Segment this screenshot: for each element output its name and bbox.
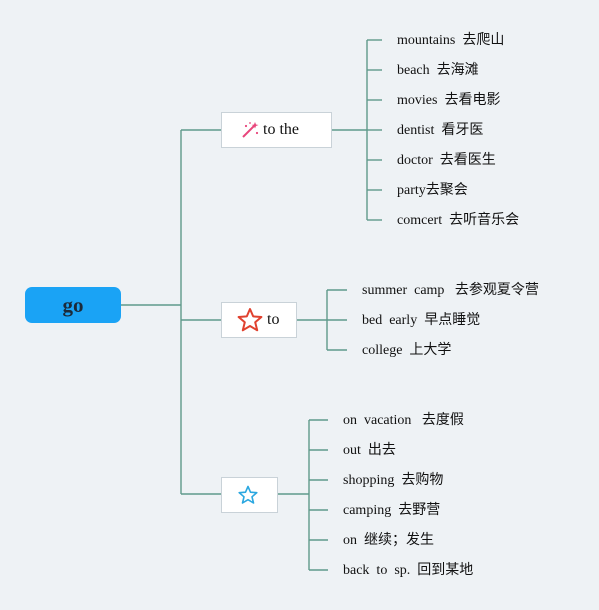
magic-wand-icon: [240, 121, 260, 139]
leaf-item[interactable]: movies 去看电影: [397, 93, 501, 108]
branch-node-to-the[interactable]: to the: [221, 112, 332, 148]
root-label: go: [62, 292, 84, 317]
leaf-item[interactable]: dentist 看牙医: [397, 123, 484, 138]
leaf-item[interactable]: college 上大学: [362, 343, 452, 358]
leaf-item[interactable]: out 出去: [343, 443, 396, 458]
leaf-item[interactable]: bed early 早点睡觉: [362, 313, 481, 328]
star-outline-blue-icon: [237, 485, 259, 505]
root-node[interactable]: go: [25, 287, 121, 323]
leaf-item[interactable]: party去聚会: [397, 183, 468, 198]
leaf-item[interactable]: comcert 去听音乐会: [397, 213, 520, 228]
leaf-item[interactable]: on 继续；发生: [343, 533, 434, 548]
star-outline-red-icon: [236, 307, 264, 333]
leaf-item[interactable]: camping 去野营: [343, 503, 441, 518]
branch-label: to the: [263, 121, 299, 138]
leaf-item[interactable]: mountains 去爬山: [397, 33, 505, 48]
leaf-item[interactable]: back to sp. 回到某地: [343, 563, 474, 578]
branch-node-star[interactable]: [221, 477, 278, 513]
leaf-item[interactable]: beach 去海滩: [397, 63, 479, 78]
leaf-item[interactable]: doctor 去看医生: [397, 153, 496, 168]
leaf-item[interactable]: on vacation 去度假: [343, 413, 464, 428]
leaf-item[interactable]: summer camp 去参观夏令营: [362, 283, 539, 298]
leaf-item[interactable]: shopping 去购物: [343, 473, 444, 488]
branch-node-to[interactable]: to: [221, 302, 297, 338]
branch-label: to: [267, 311, 280, 328]
